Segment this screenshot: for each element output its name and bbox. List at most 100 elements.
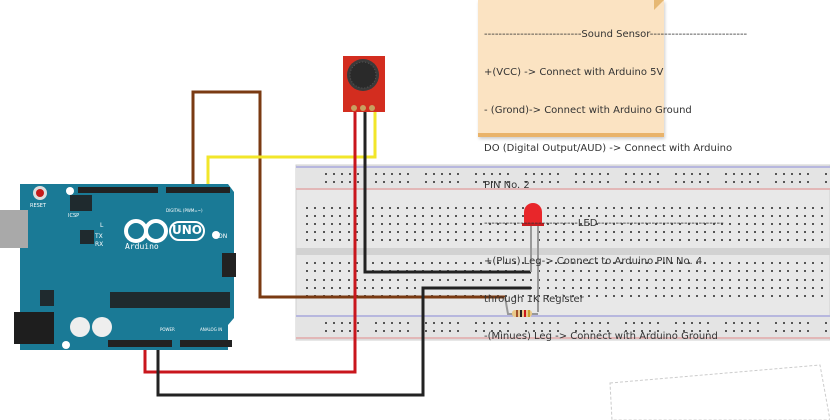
breadboard-hole (563, 262, 565, 264)
breadboard-hole (389, 239, 391, 241)
breadboard-hole (489, 279, 491, 281)
breadboard-hole (779, 262, 781, 264)
breadboard-hole (507, 173, 509, 175)
breadboard-hole (406, 215, 408, 217)
breadboard-hole (596, 279, 598, 281)
breadboard-hole (491, 330, 493, 332)
breadboard-hole (679, 262, 681, 264)
breadboard-hole (791, 322, 793, 324)
breadboard-hole (555, 239, 557, 241)
breadboard-hole (323, 239, 325, 241)
breadboard-hole (812, 207, 814, 209)
breadboard-hole (389, 262, 391, 264)
breadboard-hole (655, 270, 657, 272)
breadboard-hole (621, 207, 623, 209)
tx-led-label: TX (95, 233, 103, 240)
breadboard-hole (683, 322, 685, 324)
breadboard-hole (646, 207, 648, 209)
note-line: +(Plus) Leg-> Connect to Arduino PIN No.… (484, 255, 703, 267)
breadboard-hole (491, 181, 493, 183)
breadboard-hole (821, 239, 823, 241)
breadboard-hole (741, 322, 743, 324)
breadboard-hole (480, 207, 482, 209)
breadboard-hole (641, 330, 643, 332)
breadboard-hole (563, 223, 565, 225)
breadboard-hole (397, 287, 399, 289)
breadboard-hole (787, 215, 789, 217)
breadboard-hole (738, 207, 740, 209)
breadboard-hole (475, 322, 477, 324)
breadboard-hole (356, 215, 358, 217)
breadboard-hole (525, 322, 527, 324)
breadboard-hole (729, 215, 731, 217)
breadboard-hole (399, 330, 401, 332)
breadboard-hole (663, 295, 665, 297)
breadboard-hole (563, 270, 565, 272)
breadboard-hole (414, 207, 416, 209)
breadboard-hole (547, 287, 549, 289)
breadboard-hole (725, 322, 727, 324)
breadboard-hole (425, 181, 427, 183)
breadboard-hole (804, 270, 806, 272)
breadboard-hole (306, 207, 308, 209)
breadboard-hole (349, 173, 351, 175)
breadboard-hole (406, 287, 408, 289)
breadboard-hole (762, 279, 764, 281)
breadboard-hole (449, 322, 451, 324)
breadboard-hole (480, 262, 482, 264)
breadboard-hole (771, 239, 773, 241)
breadboard-hole (721, 223, 723, 225)
breadboard-hole (596, 215, 598, 217)
breadboard-hole (439, 231, 441, 233)
breadboard-hole (630, 295, 632, 297)
breadboard-hole (331, 231, 333, 233)
breadboard-hole (406, 223, 408, 225)
breadboard-hole (746, 223, 748, 225)
breadboard-hole (688, 295, 690, 297)
breadboard-hole (575, 322, 577, 324)
breadboard-hole (483, 330, 485, 332)
breadboard-hole (399, 322, 401, 324)
breadboard-hole (721, 287, 723, 289)
breadboard-hole (787, 287, 789, 289)
breadboard-hole (331, 215, 333, 217)
breadboard-hole (588, 215, 590, 217)
breadboard-hole (391, 173, 393, 175)
breadboard-hole (704, 207, 706, 209)
breadboard-hole (331, 287, 333, 289)
breadboard-hole (339, 223, 341, 225)
breadboard-hole (630, 279, 632, 281)
breadboard-hole (314, 287, 316, 289)
breadboard-hole (779, 270, 781, 272)
breadboard-hole (754, 270, 756, 272)
breadboard-hole (381, 215, 383, 217)
breadboard-hole (530, 279, 532, 281)
breadboard-hole (522, 215, 524, 217)
breadboard-hole (655, 295, 657, 297)
breadboard-hole (812, 279, 814, 281)
breadboard-hole (779, 207, 781, 209)
breadboard-hole (771, 262, 773, 264)
breadboard-hole (499, 322, 501, 324)
breadboard-hole (563, 295, 565, 297)
breadboard-hole (754, 287, 756, 289)
breadboard-hole (533, 322, 535, 324)
breadboard-hole (348, 223, 350, 225)
breadboard-hole (683, 173, 685, 175)
breadboard-hole (331, 270, 333, 272)
breadboard-hole (633, 173, 635, 175)
breadboard-hole (657, 173, 659, 175)
note-line: +(VCC) -> Connect with Arduino 5V (484, 66, 664, 78)
breadboard-hole (596, 287, 598, 289)
breadboard-hole (549, 322, 551, 324)
wiring-instructions-note: ---------------------------Sound Sensor-… (478, 0, 747, 342)
breadboard-hole (399, 181, 401, 183)
breadboard-hole (375, 322, 377, 324)
breadboard-hole (431, 239, 433, 241)
breadboard-hole (447, 279, 449, 281)
breadboard-hole (383, 330, 385, 332)
breadboard-hole (796, 223, 798, 225)
breadboard-hole (796, 287, 798, 289)
breadboard-hole (738, 231, 740, 233)
breadboard-hole (738, 270, 740, 272)
